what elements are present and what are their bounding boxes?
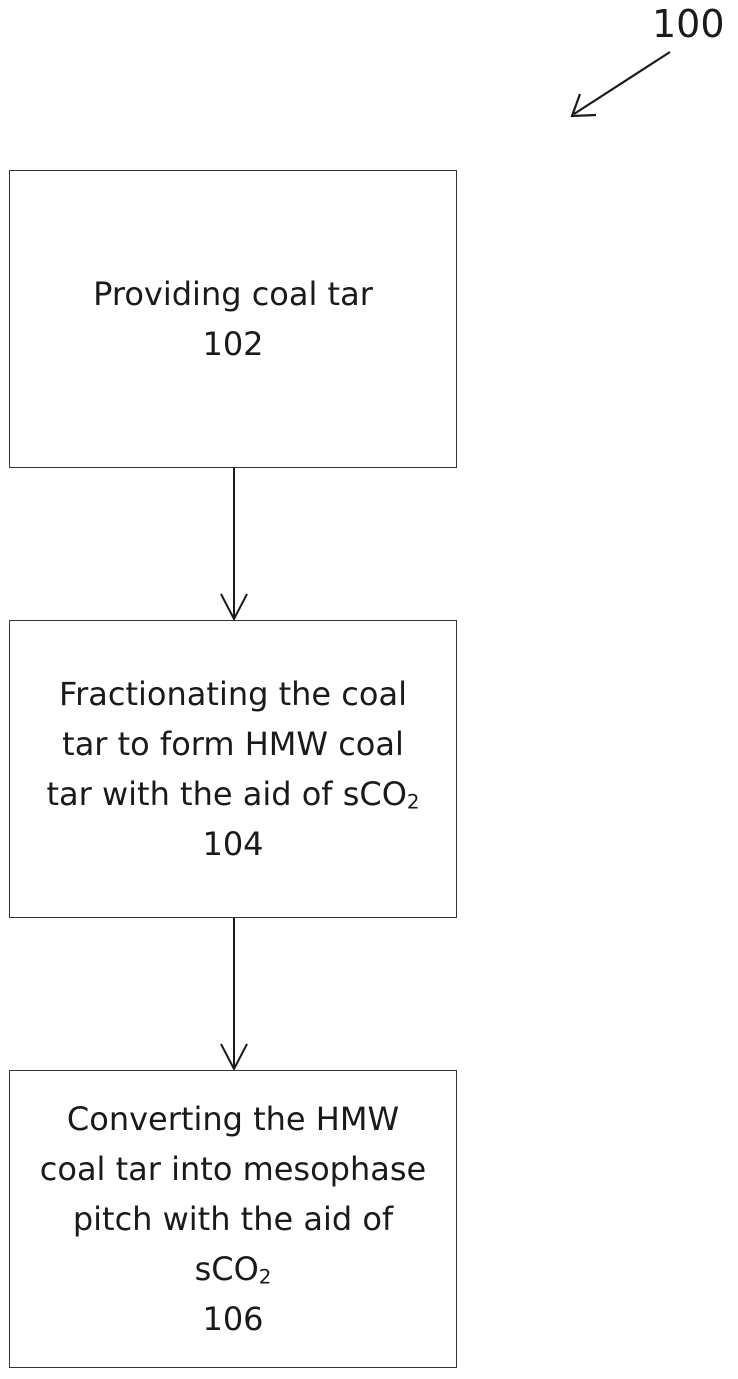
step-number: 102 xyxy=(202,319,263,369)
step-number: 106 xyxy=(202,1294,263,1344)
step-text-fragment: tar with the aid of sCO xyxy=(46,775,406,813)
subscript-2: 2 xyxy=(259,1266,272,1289)
step-text-line: tar with the aid of sCO2 xyxy=(46,769,419,819)
step-text-line: tar to form HMW coal xyxy=(62,719,404,769)
step-box-104: Fractionating the coal tar to form HMW c… xyxy=(9,620,457,918)
step-text-line: coal tar into mesophase xyxy=(40,1144,426,1194)
step-box-106: Converting the HMW coal tar into mesopha… xyxy=(9,1070,457,1368)
step-text-line: pitch with the aid of xyxy=(73,1194,393,1244)
flow-arrow-102-to-104 xyxy=(214,468,254,624)
subscript-2: 2 xyxy=(407,791,420,814)
step-text-line: Converting the HMW xyxy=(67,1094,399,1144)
step-number: 104 xyxy=(202,819,263,869)
figure-reference-arrow xyxy=(560,40,680,130)
flow-arrow-104-to-106 xyxy=(214,918,254,1074)
step-text-fragment: sCO xyxy=(195,1250,259,1288)
step-box-102: Providing coal tar 102 xyxy=(9,170,457,468)
step-text-line: Providing coal tar xyxy=(93,269,373,319)
step-text-line: sCO2 xyxy=(195,1244,272,1294)
step-text-line: Fractionating the coal xyxy=(59,669,407,719)
